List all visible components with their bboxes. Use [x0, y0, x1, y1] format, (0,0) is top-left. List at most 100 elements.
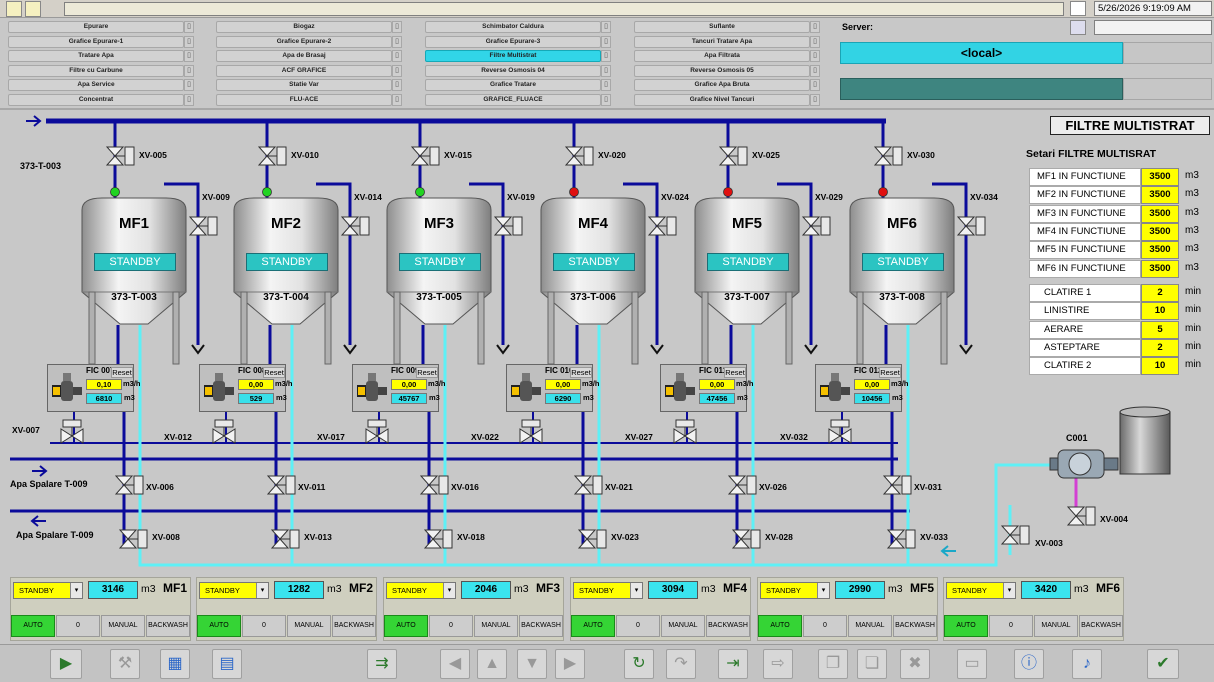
server-icon[interactable]: [1070, 20, 1086, 35]
rinse-valve[interactable]: [519, 419, 543, 444]
blower-valve-2[interactable]: [1000, 525, 1030, 545]
wash-in-valve[interactable]: [727, 475, 757, 495]
chevron-down-icon[interactable]: ▾: [630, 583, 642, 598]
overflow-valve[interactable]: [340, 216, 370, 236]
reset-button[interactable]: Reset: [111, 367, 133, 378]
nav-button[interactable]: Biogaz: [216, 21, 392, 33]
nav-button[interactable]: Apa Filtrata: [634, 50, 810, 63]
nav-button-end-icon[interactable]: ▯: [392, 35, 402, 48]
nav-button[interactable]: Tancuri Tratare Apa: [634, 35, 810, 48]
mode-button-0[interactable]: 0: [429, 615, 473, 637]
nav-button-end-icon[interactable]: ▯: [184, 50, 194, 63]
nav-button[interactable]: Concentrat: [8, 94, 184, 106]
nav-button-end-icon[interactable]: ▯: [601, 50, 611, 63]
nav-button-end-icon[interactable]: ▯: [184, 94, 194, 106]
nav-button[interactable]: Epurare: [8, 21, 184, 33]
mode-button-backwash[interactable]: BACKWASH: [893, 615, 937, 637]
arrow-left-icon[interactable]: ◀: [440, 649, 470, 679]
mode-button-manual[interactable]: MANUAL: [1034, 615, 1078, 637]
tank-status[interactable]: STANDBY: [553, 253, 635, 271]
checkmark-icon[interactable]: ✔: [1147, 649, 1179, 679]
tank-status[interactable]: STANDBY: [399, 253, 481, 271]
nav-button-end-icon[interactable]: ▯: [810, 50, 820, 63]
nav-button[interactable]: Schimbator Caldura: [425, 21, 601, 33]
nav-button-end-icon[interactable]: ▯: [184, 79, 194, 92]
tank-status[interactable]: STANDBY: [94, 253, 176, 271]
mode-select[interactable]: STANDBY▾: [760, 582, 830, 599]
nav-button[interactable]: Tratare Apa: [8, 50, 184, 63]
nav-button[interactable]: FLU-ACE: [216, 94, 392, 106]
timer-value[interactable]: 2: [1141, 284, 1179, 302]
folder-icon[interactable]: [6, 1, 22, 17]
nav-button[interactable]: Reverse Osmosis 05: [634, 64, 810, 77]
nav-button-end-icon[interactable]: ▯: [601, 35, 611, 48]
inlet-valve[interactable]: [410, 146, 440, 166]
mode-button-backwash[interactable]: BACKWASH: [146, 615, 190, 637]
mode-button-backwash[interactable]: BACKWASH: [1079, 615, 1123, 637]
nav-button[interactable]: Grafice Nivel Tancuri: [634, 94, 810, 106]
reset-button[interactable]: Reset: [724, 367, 746, 378]
rinse-valve[interactable]: [60, 419, 84, 444]
mode-select[interactable]: STANDBY▾: [946, 582, 1016, 599]
mode-button-auto[interactable]: AUTO: [384, 615, 428, 637]
mode-select[interactable]: STANDBY▾: [386, 582, 456, 599]
nav-button[interactable]: Grafice Apa Bruta: [634, 79, 810, 92]
rinse-valve[interactable]: [212, 419, 236, 444]
nav-button[interactable]: GRAFICE_FLUACE: [425, 94, 601, 106]
nav-button-end-icon[interactable]: ▯: [184, 64, 194, 77]
wash-in-valve[interactable]: [882, 475, 912, 495]
rinse-valve[interactable]: [673, 419, 697, 444]
nav-button-end-icon[interactable]: ▯: [392, 79, 402, 92]
nav-button-end-icon[interactable]: ▯: [184, 21, 194, 33]
nav-button-end-icon[interactable]: ▯: [810, 21, 820, 33]
nav-button-end-icon[interactable]: ▯: [810, 79, 820, 92]
export-icon[interactable]: ⇉: [367, 649, 397, 679]
mode-button-0[interactable]: 0: [989, 615, 1033, 637]
nav-button[interactable]: Statie Var: [216, 79, 392, 92]
wash-out-valve[interactable]: [270, 529, 300, 549]
mode-button-auto[interactable]: AUTO: [197, 615, 241, 637]
nav-button[interactable]: Grafice Tratare: [425, 79, 601, 92]
reset-button[interactable]: Reset: [263, 367, 285, 378]
nav-button-end-icon[interactable]: ▯: [810, 64, 820, 77]
timer-value[interactable]: 5: [1141, 320, 1179, 339]
mode-button-backwash[interactable]: BACKWASH: [519, 615, 563, 637]
chevron-down-icon[interactable]: ▾: [70, 583, 82, 598]
mode-button-auto[interactable]: AUTO: [944, 615, 988, 637]
wash-in-valve[interactable]: [266, 475, 296, 495]
nav-button[interactable]: Apa de Brasaj: [216, 50, 392, 63]
nav-button-end-icon[interactable]: ▯: [810, 35, 820, 48]
timer-value[interactable]: 2: [1141, 338, 1179, 357]
nav-button-end-icon[interactable]: ▯: [392, 94, 402, 106]
reset-button[interactable]: Reset: [416, 367, 438, 378]
setpoint-value[interactable]: 3500: [1141, 222, 1179, 241]
tank-status[interactable]: STANDBY: [862, 253, 944, 271]
timer-value[interactable]: 10: [1141, 302, 1179, 321]
copy-icon[interactable]: ❐: [818, 649, 848, 679]
tools-icon[interactable]: ⚒: [110, 649, 140, 679]
wash-out-valve[interactable]: [423, 529, 453, 549]
inlet-valve[interactable]: [718, 146, 748, 166]
server-field[interactable]: [1094, 20, 1212, 35]
info-icon[interactable]: ⓘ: [1014, 649, 1044, 679]
mode-button-0[interactable]: 0: [56, 615, 100, 637]
nav-button-end-icon[interactable]: ▯: [601, 94, 611, 106]
server-selector[interactable]: <local>: [840, 42, 1123, 64]
mode-button-auto[interactable]: AUTO: [11, 615, 55, 637]
nav-button-end-icon[interactable]: ▯: [392, 21, 402, 33]
overflow-valve[interactable]: [188, 216, 218, 236]
refresh-icon[interactable]: ↻: [624, 649, 654, 679]
wash-in-valve[interactable]: [419, 475, 449, 495]
nav-button[interactable]: Grafice Epurare-2: [216, 35, 392, 48]
rinse-valve[interactable]: [828, 419, 852, 444]
wash-in-valve[interactable]: [114, 475, 144, 495]
mode-select[interactable]: STANDBY▾: [573, 582, 643, 599]
reset-button[interactable]: Reset: [570, 367, 592, 378]
play-icon[interactable]: ▶: [50, 649, 82, 679]
nav-button-end-icon[interactable]: ▯: [601, 21, 611, 33]
mode-button-manual[interactable]: MANUAL: [101, 615, 145, 637]
